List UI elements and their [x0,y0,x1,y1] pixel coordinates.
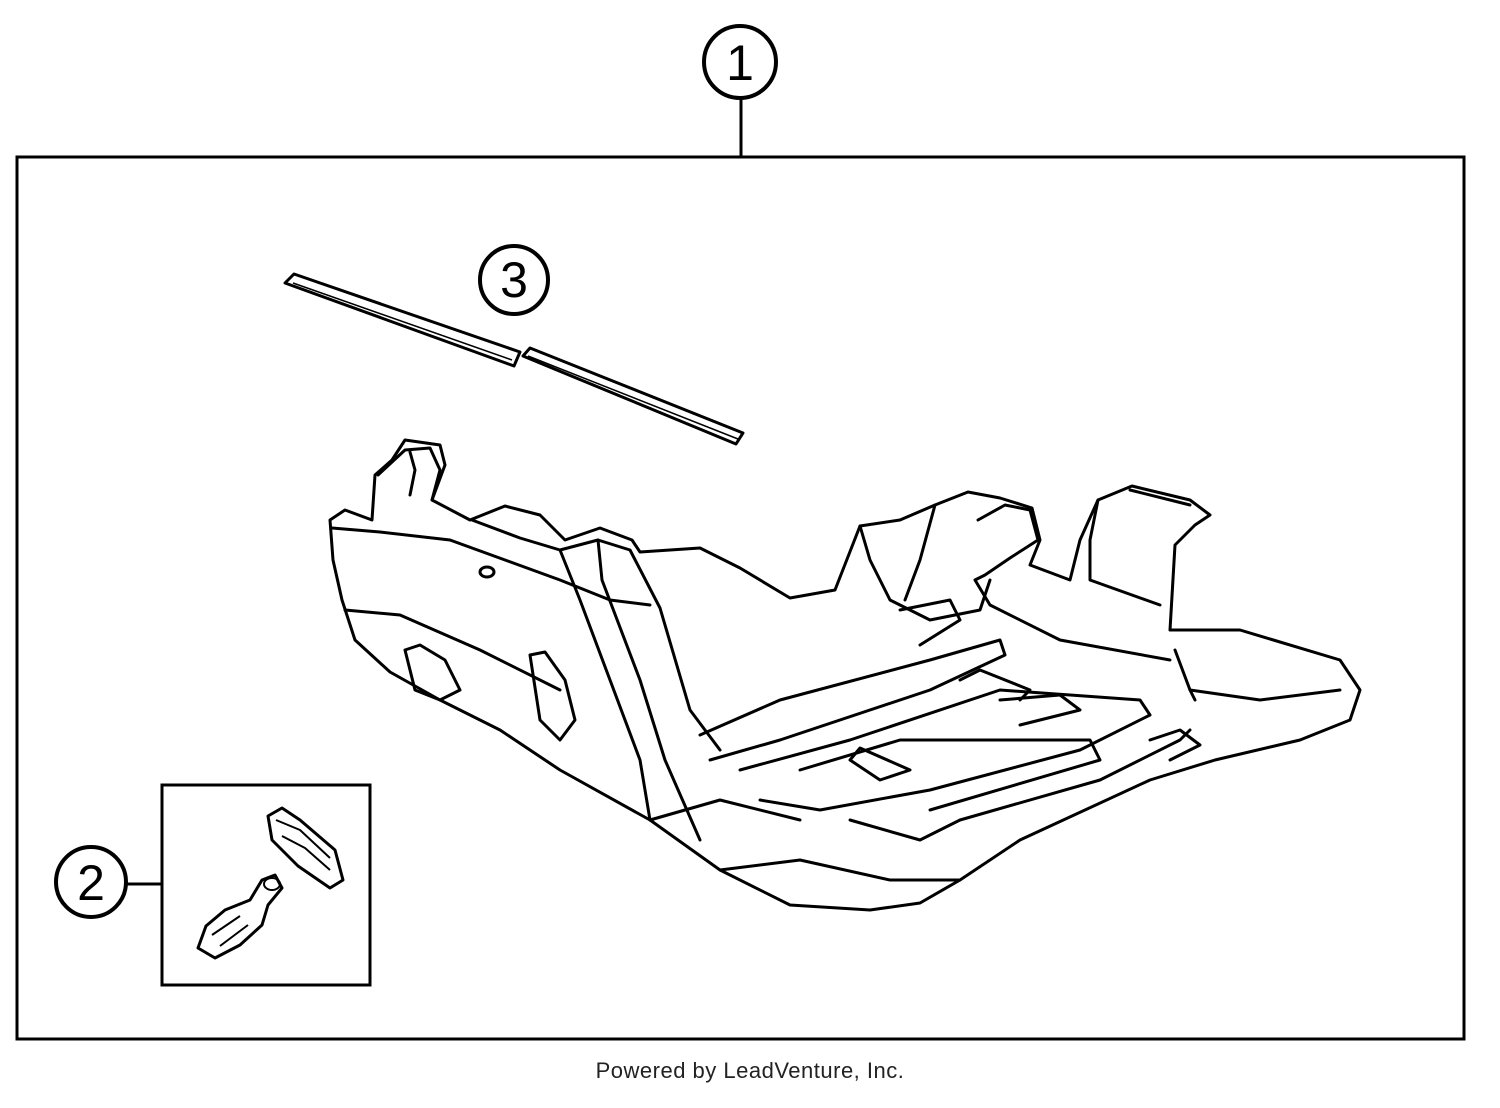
skid-plate[interactable] [328,438,1362,912]
callout-1-circle [702,24,778,100]
callout-1[interactable]: 1 [702,24,778,157]
strip-part-3[interactable] [283,272,745,446]
callout-3-number: 3 [500,252,528,308]
callout-3[interactable]: 3 [478,244,550,316]
callout-1-number: 1 [726,35,754,91]
footer-credit: Powered by LeadVenture, Inc. [595,1058,905,1083]
callout-3-circle [478,244,550,316]
callout-2-number: 2 [77,855,105,911]
callout-2[interactable]: 2 [54,845,162,919]
callout-2-circle [54,845,128,919]
hardware-part-2[interactable] [196,806,345,960]
